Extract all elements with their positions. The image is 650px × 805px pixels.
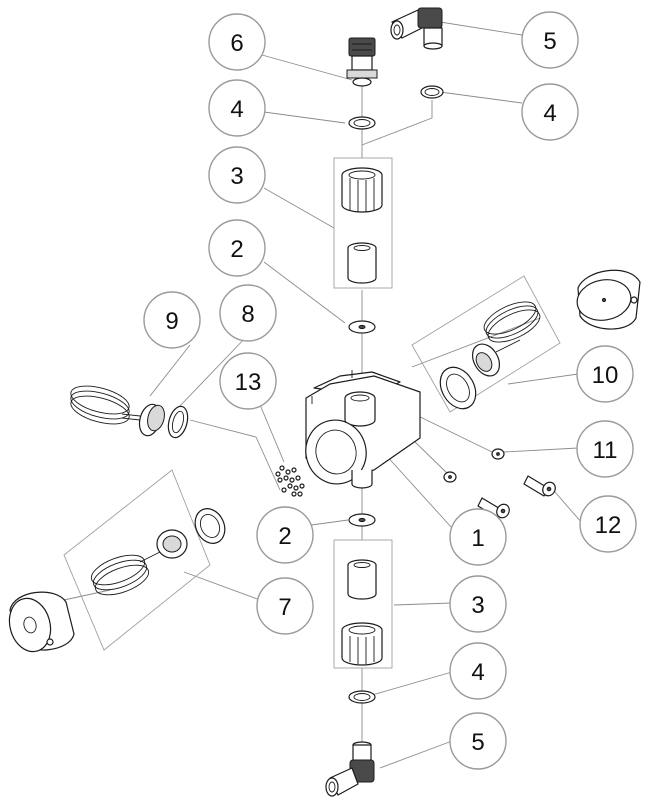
ring-part-8 (167, 405, 189, 439)
callout-2-bottom: 2 (256, 506, 314, 564)
callout-8: 8 (219, 284, 277, 342)
union-nut-part-3-top (341, 167, 383, 213)
svg-text:6: 6 (230, 30, 243, 57)
probe-assembly-part-7 (90, 508, 226, 596)
svg-text:8: 8 (241, 301, 254, 328)
callout-5-top: 5 (521, 11, 579, 69)
svg-text:4: 4 (471, 659, 484, 686)
probe-cap-part-10 (576, 269, 641, 330)
valve-body-part-1 (305, 370, 421, 489)
callout-1: 1 (449, 508, 507, 566)
callout-11: 11 (576, 420, 634, 478)
svg-text:7: 7 (278, 594, 291, 621)
washer-part-2-bottom (348, 513, 376, 527)
callout-4-top-left: 4 (208, 79, 266, 137)
svg-text:5: 5 (543, 28, 556, 55)
svg-text:2: 2 (230, 236, 243, 263)
o-ring-part-4-top-left (348, 116, 376, 130)
washer-part-2-top (348, 320, 376, 334)
callout-6: 6 (208, 13, 266, 71)
sleeve-part-3-top (347, 242, 377, 284)
sensor-part-9 (70, 385, 165, 437)
washer-part-11 (491, 448, 505, 460)
callout-12: 12 (579, 495, 637, 553)
screw-part-12-upper (523, 475, 556, 497)
callout-2-top: 2 (208, 219, 266, 277)
svg-text:11: 11 (593, 437, 618, 464)
callout-9: 9 (143, 291, 201, 349)
union-nut-part-3-bottom (341, 622, 383, 666)
o-ring-part-4-bottom (348, 690, 376, 704)
callout-4-bottom: 4 (449, 642, 507, 700)
svg-text:2: 2 (278, 523, 291, 550)
callout-13: 13 (219, 352, 277, 410)
svg-text:12: 12 (595, 512, 622, 539)
svg-text:4: 4 (543, 100, 556, 127)
svg-text:5: 5 (471, 729, 484, 756)
svg-text:3: 3 (471, 592, 484, 619)
probe-assembly-part-10 (439, 301, 541, 410)
o-ring-part-4-top-right (420, 85, 444, 99)
probe-cap-part-7 (8, 591, 75, 653)
compression-fitting-part-6 (346, 37, 378, 87)
callout-7: 7 (256, 577, 314, 635)
svg-text:1: 1 (471, 525, 484, 552)
assembly-boxes (63, 157, 561, 669)
callout-3-top: 3 (208, 146, 266, 204)
callout-4-top-right: 4 (521, 83, 579, 141)
sleeve-part-3-bottom (347, 559, 377, 600)
svg-text:3: 3 (230, 163, 243, 190)
svg-text:10: 10 (592, 362, 619, 389)
svg-text:13: 13 (235, 369, 262, 396)
callout-10: 10 (576, 345, 634, 403)
elbow-fitting-part-5-top (390, 7, 443, 50)
svg-text:9: 9 (165, 308, 178, 335)
callout-3-bottom: 3 (449, 575, 507, 633)
screw-part-12-lower (477, 497, 510, 519)
elbow-fitting-part-5-bottom (325, 741, 375, 797)
callout-5-bottom: 5 (449, 712, 507, 770)
beads-part-13 (275, 465, 305, 497)
svg-text:4: 4 (230, 96, 243, 123)
washer-small-part-11b (443, 471, 457, 483)
